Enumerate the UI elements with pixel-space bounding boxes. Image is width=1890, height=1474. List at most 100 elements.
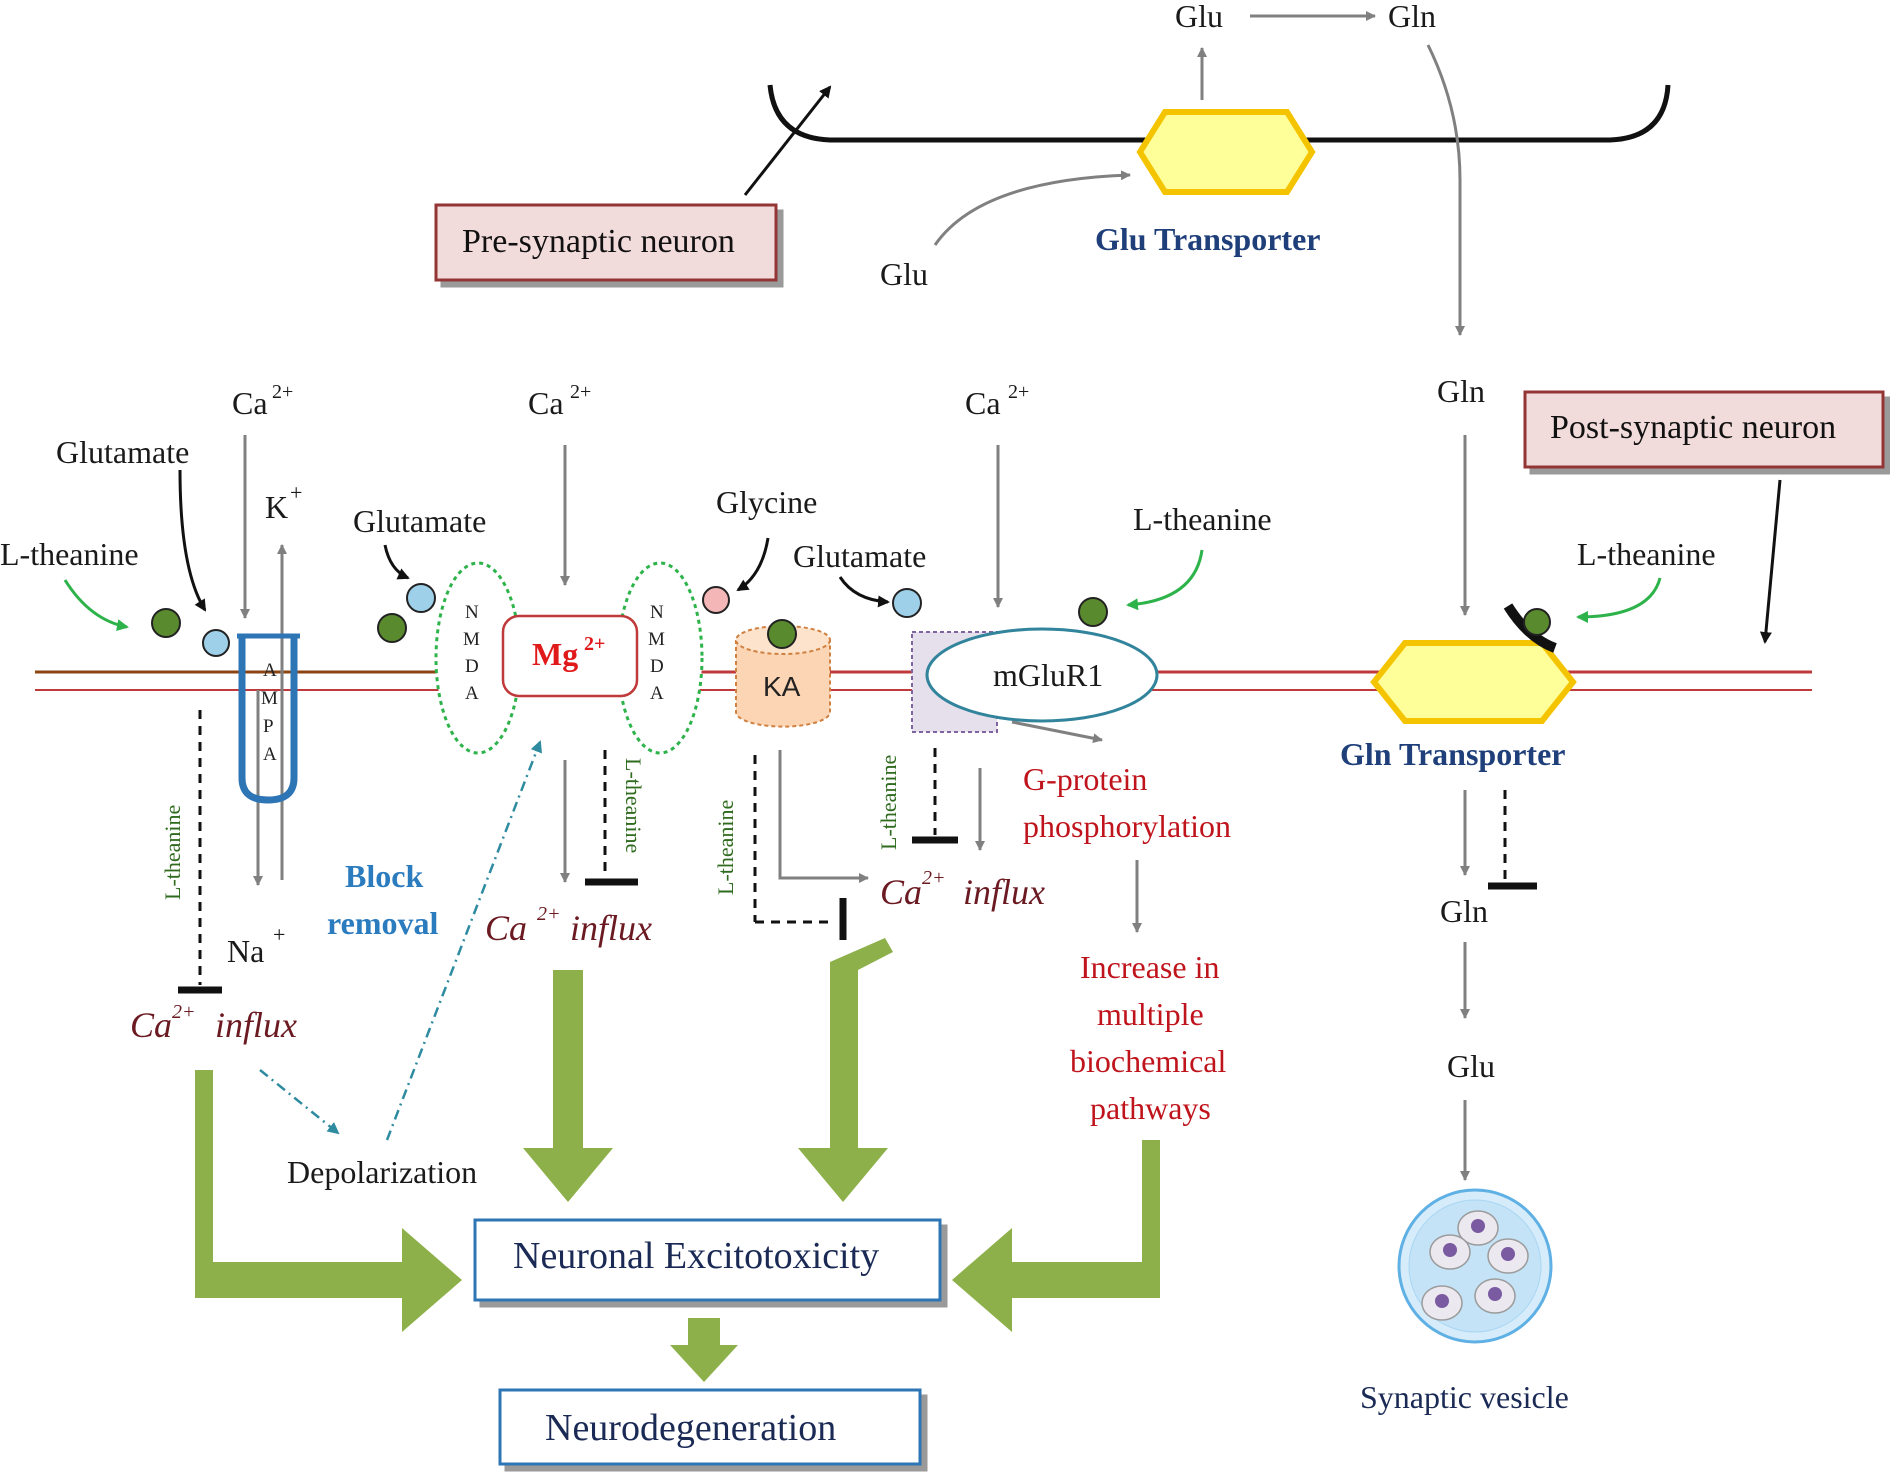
ca-influx-ampa-ca: Ca (130, 1005, 172, 1045)
theanine-dot-ampa (151, 608, 181, 638)
neuronal-excitotoxicity-label: Neuronal Excitotoxicity (513, 1235, 879, 1277)
ampa-letter-2: M (261, 688, 278, 709)
gln-transporter-label: Gln Transporter (1340, 736, 1565, 772)
vesicle-particles (1421, 1210, 1529, 1321)
l-theanine-vertical-3: L-theanine (713, 800, 738, 895)
mg-block-box (501, 614, 639, 698)
na-ion-label: Na (227, 933, 264, 969)
post-synaptic-pointer (1759, 479, 1782, 644)
glutamate-arrow-2 (383, 544, 410, 580)
ca-influx-ampa-label: influx (215, 1005, 297, 1045)
k-ion-label: K (265, 489, 288, 525)
glutamate-dot-ampa (202, 629, 230, 657)
ca-influx-mglur-label: influx (963, 872, 1045, 912)
l-theanine-label-2: L-theanine (1133, 501, 1272, 537)
nmda-right-letter-4: A (650, 683, 664, 704)
ca-sup-3: 2+ (1008, 381, 1029, 403)
ca-to-depolarization-arrow (259, 1069, 340, 1135)
block-removal-line-2: removal (327, 905, 438, 941)
green-arrow-ampa (195, 1070, 462, 1332)
glu-left-label: Glu (880, 256, 928, 292)
increase-line-1: Increase in (1080, 949, 1219, 985)
nmda-left-letter-4: A (465, 683, 479, 704)
glycine-dot (702, 586, 730, 614)
glycine-label: Glycine (716, 484, 817, 520)
pre-synaptic-box (434, 203, 778, 282)
post-synaptic-box (1523, 390, 1885, 469)
mglur1-receptor (925, 627, 1159, 723)
ca-influx-nmda-ca: Ca (485, 908, 527, 948)
glu-lower-label: Glu (1447, 1048, 1495, 1084)
nmda-left-letter-1: N (465, 602, 479, 623)
green-arrow-nmda (523, 970, 613, 1202)
pre-synaptic-pointer (743, 85, 832, 196)
mg-label: Mg (532, 636, 578, 672)
ca-influx-ampa-sup: 2+ (172, 1001, 196, 1023)
depolarization-label: Depolarization (287, 1154, 477, 1190)
ka-ca-arrow (778, 750, 869, 883)
theanine-dot-gln (1523, 608, 1551, 636)
nmda-right-letter-3: D (650, 656, 664, 677)
pre-synaptic-label: Pre-synaptic neuron (462, 223, 735, 260)
ka-receptor (735, 625, 831, 728)
neurodegeneration-box (498, 1388, 922, 1466)
glutamate-label-2: Glutamate (353, 503, 486, 539)
l-theanine-arrow-3 (1576, 577, 1662, 623)
glu-top-label: Glu (1175, 0, 1223, 34)
ca-sup-1: 2+ (272, 381, 293, 403)
l-theanine-arrow-2 (1126, 549, 1204, 611)
g-protein-arrow (1011, 720, 1103, 744)
glycine-arrow (736, 537, 770, 592)
ca-influx-nmda-sup: 2+ (537, 903, 561, 925)
ca-influx-mglur-sup: 2+ (922, 867, 946, 889)
ca-sup-2: 2+ (570, 381, 591, 403)
glutamate-label-1: Glutamate (56, 434, 189, 470)
ca-label-3: Ca (965, 385, 1001, 421)
ka-label: KA (763, 671, 801, 702)
increase-line-3: biochemical (1070, 1043, 1226, 1079)
gln-right-mid-label: Gln (1437, 373, 1485, 409)
l-theanine-vertical-1: L-theanine (160, 805, 185, 900)
na-plus: + (273, 922, 285, 947)
synaptic-vesicle-label: Synaptic vesicle (1360, 1379, 1569, 1415)
nmda-right-letter-2: M (648, 629, 665, 650)
glutamate-dot-nmda (406, 583, 436, 613)
theanine-dot-mglur (1078, 597, 1108, 627)
gln-lower-label: Gln (1440, 893, 1488, 929)
mglur1-label: mGluR1 (993, 657, 1103, 693)
l-theanine-label-3: L-theanine (1577, 536, 1716, 572)
gln-transporter-shape (1370, 640, 1577, 724)
ca-label-2: Ca (528, 385, 564, 421)
nmda-left-letter-3: D (465, 656, 479, 677)
glu-transporter-shape (1136, 109, 1316, 195)
glutamate-dot-mglur (892, 588, 922, 618)
ca-label-1: Ca (232, 385, 268, 421)
ampa-letter-1: A (263, 660, 277, 681)
nmda-subunit-right (616, 561, 704, 755)
depolarization-to-block-arrow (385, 740, 543, 1141)
green-arrow-mglur (952, 1140, 1160, 1332)
synaptic-vesicle (1397, 1188, 1553, 1344)
gln-top-label: Gln (1388, 0, 1436, 34)
green-arrow-ka (798, 938, 893, 1202)
l-theanine-label-1: L-theanine (0, 536, 139, 572)
glu-transporter-label: Glu Transporter (1095, 221, 1320, 257)
glutamate-label-3: Glutamate (793, 538, 926, 574)
mg-sup: 2+ (584, 633, 605, 655)
ampa-letter-4: A (263, 744, 277, 765)
neuronal-excitotoxicity-box (473, 1218, 942, 1302)
glutamate-arrow-3 (838, 576, 890, 608)
ampa-receptor (237, 633, 300, 804)
glutamate-arrow-1 (178, 469, 207, 612)
g-protein-line-2: phosphorylation (1023, 808, 1231, 844)
nmda-left-letter-2: M (463, 629, 480, 650)
nmda-right-letter-1: N (650, 602, 664, 623)
green-arrow-neurodegeneration (670, 1318, 738, 1382)
ca-influx-nmda-label: influx (570, 908, 652, 948)
increase-line-2: multiple (1097, 996, 1204, 1032)
l-theanine-vertical-4: L-theanine (876, 755, 901, 850)
glu-to-transporter-arrow (933, 170, 1131, 246)
theanine-dot-ka (767, 619, 797, 649)
theanine-dot-nmda (377, 613, 407, 643)
